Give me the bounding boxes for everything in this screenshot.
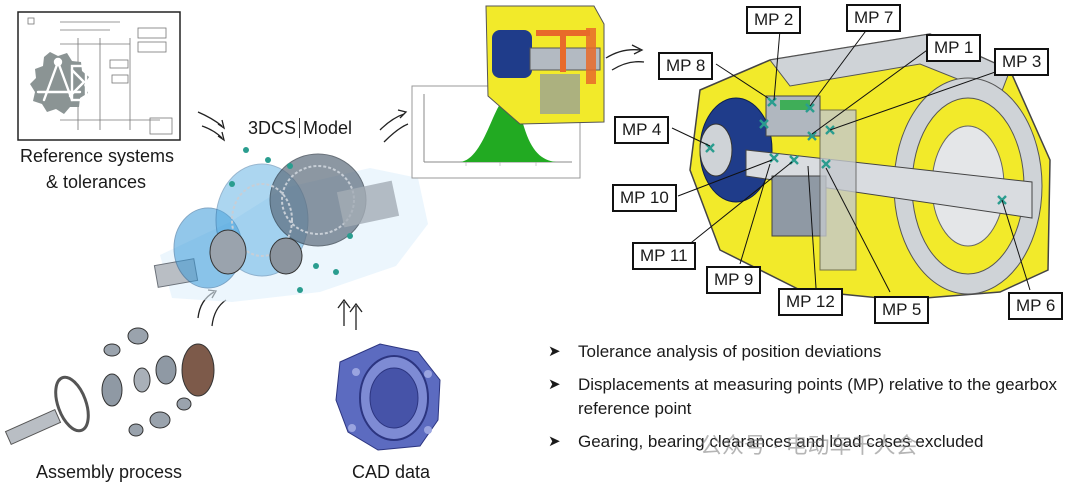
mp-11-label: MP 11 [632,242,696,270]
drafting-tools-icon [30,52,89,114]
mp-4-label: MP 4 [614,116,670,144]
mp-7-label: MP 7 [846,4,902,32]
bullet-item: ➤ Displacements at measuring points (MP) … [548,373,1073,421]
assembly-process-explosion [4,327,215,446]
reference-systems-label: Reference systems [20,146,175,166]
model-label-3dcs: 3DCS [248,118,297,138]
mp-leader-lines [671,27,1031,293]
model-label: 3DCS Model [248,118,352,139]
mp-3-label: MP 3 [994,48,1050,76]
tolerances-label: & tolerances [46,172,147,192]
mp-1-label: MP 1 [926,34,982,62]
model-label-model: Model [303,118,353,138]
bullet-text: Gearing, bearing clearances and load cas… [578,432,984,451]
gearbox-3dcs-model [153,147,428,302]
cad-housing-model [335,343,441,451]
motor-gearbox-cutaway [689,33,1051,301]
arrow-bullet-icon: ➤ [548,376,561,393]
summary-bullets: ➤ Tolerance analysis of position deviatio… [548,340,1073,463]
mp-10-label: MP 10 [612,184,677,212]
mp-markers [705,97,1007,205]
cad-data-label: CAD data [352,462,431,482]
mp-2-label: MP 2 [746,6,802,34]
bullet-text: Tolerance analysis of position deviation… [578,342,882,361]
mp-6-label: MP 6 [1008,292,1064,320]
assembly-process-label: Assembly process [36,462,183,482]
cutaway-thumbnail [485,5,605,125]
mp-8-label: MP 8 [658,52,714,80]
bullet-item: ➤ Tolerance analysis of position deviatio… [548,340,1073,364]
arrow-bullet-icon: ➤ [548,433,561,450]
watermark: 公众号 · 电动车千人会 [700,433,918,458]
arrow-bullet-icon: ➤ [548,343,561,360]
model-label-separator [299,118,301,138]
bullet-text: Displacements at measuring points (MP) r… [578,375,1058,418]
mp-5-label: MP 5 [874,296,930,324]
mp-9-label: MP 9 [706,266,762,294]
mp-12-label: MP 12 [778,288,843,316]
bullet-item: ➤ Gearing, bearing clearances and load ca… [548,430,1073,454]
